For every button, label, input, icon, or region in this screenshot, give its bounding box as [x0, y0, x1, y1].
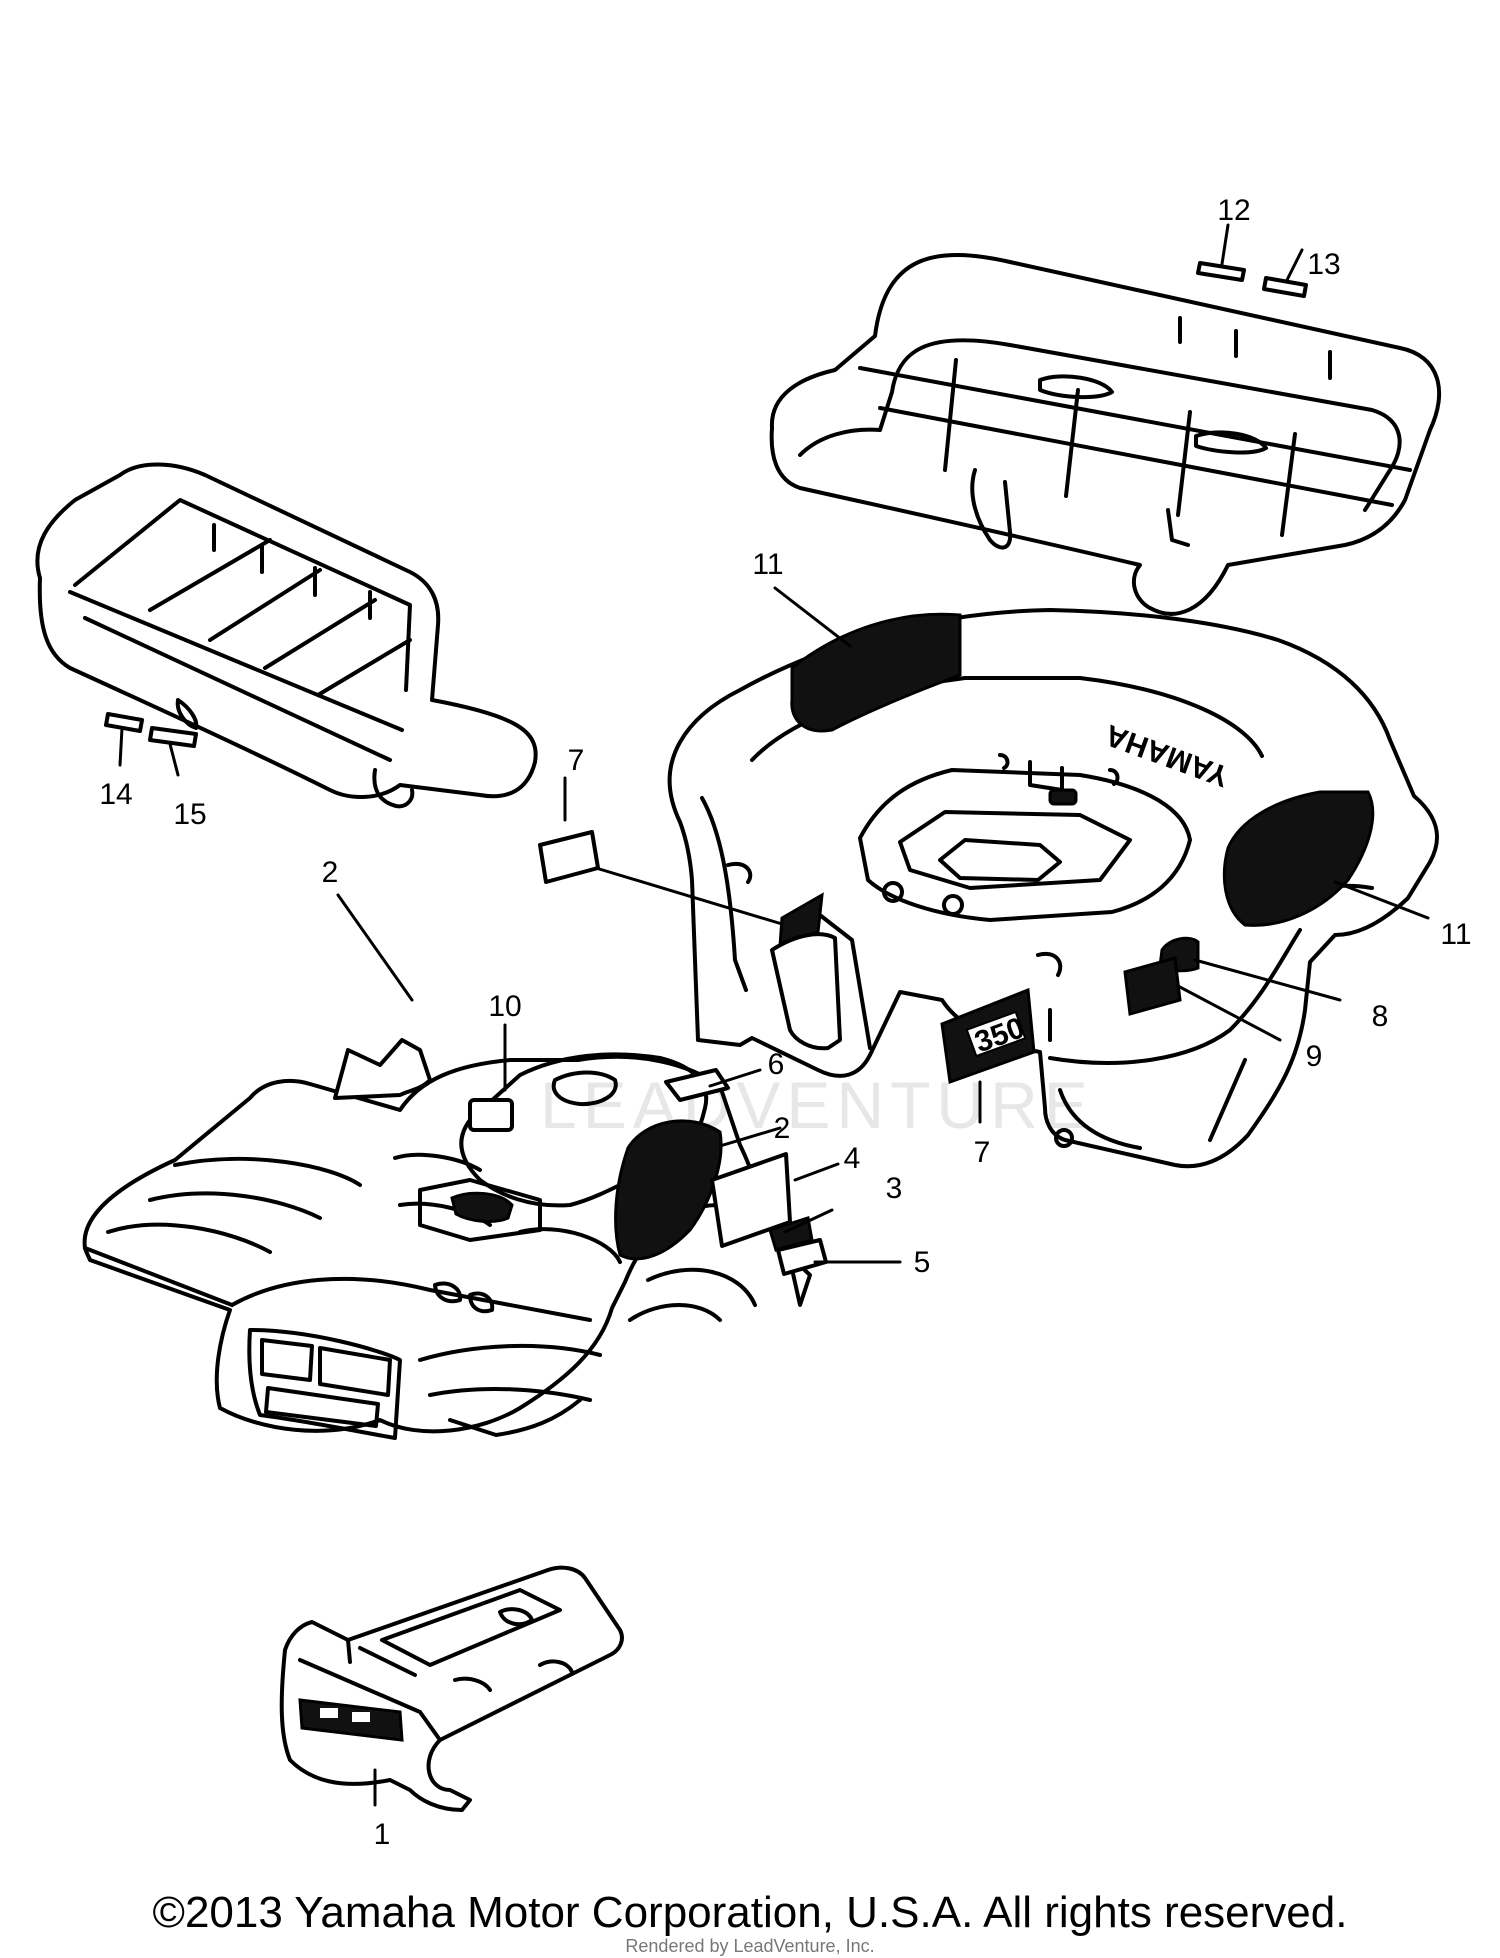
callout-2-upper: 2 [322, 856, 339, 889]
front-fender [82, 1038, 828, 1440]
callout-1: 1 [374, 1818, 391, 1851]
decal-12 [1196, 261, 1246, 282]
callout-14: 14 [99, 778, 132, 811]
front-carrier [35, 462, 538, 809]
yamaha-fender-text: YAMAHA [1101, 718, 1233, 793]
watermark-text: LEADVENTURE [540, 1068, 1094, 1142]
callout-12: 12 [1217, 194, 1250, 227]
callout-7-lower: 7 [974, 1136, 991, 1169]
callout-labels: 1 2 2 3 4 5 6 7 7 8 9 10 11 11 12 13 14 … [99, 194, 1471, 1851]
callout-11-upper: 11 [752, 548, 783, 581]
decal-2-top [333, 1038, 432, 1100]
reflector-9 [1123, 956, 1182, 1016]
callout-13: 13 [1307, 248, 1340, 281]
rendered-by-note: Rendered by LeadVenture, Inc. [625, 1936, 875, 1956]
fender-emblem-icon [1048, 788, 1078, 806]
tank-decal [614, 1119, 723, 1261]
rear-fender: YAMAHA 350 [667, 608, 1440, 1169]
callout-2-lower: 2 [774, 1112, 791, 1145]
tail-decal [298, 1698, 404, 1742]
callout-15: 15 [173, 798, 206, 831]
decal-7-loose [538, 830, 600, 884]
decal-15 [148, 726, 198, 748]
decal-13 [1262, 276, 1308, 298]
callout-8: 8 [1372, 1000, 1389, 1033]
leader-lines [118, 223, 1430, 1807]
rear-carrier [769, 252, 1442, 616]
fender-decal-right [1222, 790, 1375, 927]
callout-3: 3 [886, 1172, 903, 1205]
callout-7-upper: 7 [568, 744, 585, 777]
fender-decal-left [790, 612, 962, 733]
copyright-notice: ©2013 Yamaha Motor Corporation, U.S.A. A… [152, 1888, 1348, 1937]
callout-9: 9 [1306, 1040, 1323, 1073]
callout-11-right: 11 [1440, 918, 1471, 951]
callout-10: 10 [488, 990, 521, 1023]
seat-assembly [279, 1565, 624, 1812]
decal-14 [104, 712, 144, 733]
callout-6: 6 [768, 1048, 785, 1081]
callout-5: 5 [914, 1246, 931, 1279]
loose-decals [104, 261, 1308, 884]
callout-4: 4 [844, 1142, 861, 1175]
